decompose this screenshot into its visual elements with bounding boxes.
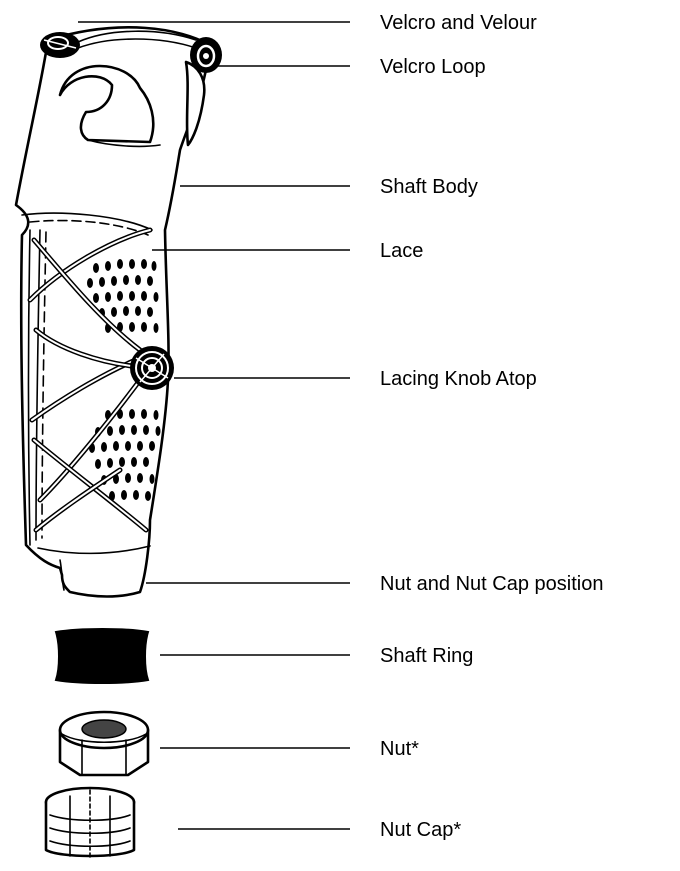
label-nut-cap: Nut Cap*	[380, 819, 461, 841]
nut-cap-illustration	[46, 788, 134, 858]
label-lacing-knob-atop: Lacing Knob Atop	[380, 368, 537, 390]
socket-illustration	[16, 27, 222, 596]
velcro-left	[40, 32, 80, 58]
label-nut: Nut*	[380, 738, 419, 760]
labels: Velcro and Velour Velcro Loop Shaft Body…	[380, 12, 603, 841]
shaft-ring-illustration	[56, 629, 148, 683]
nut-illustration	[60, 712, 148, 775]
velcro-loop	[190, 37, 222, 73]
label-nut-and-nut-cap-position: Nut and Nut Cap position	[380, 573, 603, 595]
label-shaft-ring: Shaft Ring	[380, 645, 473, 667]
label-velcro-loop: Velcro Loop	[380, 56, 486, 78]
label-lace: Lace	[380, 240, 423, 262]
label-velcro-and-velour: Velcro and Velour	[380, 12, 537, 34]
label-shaft-body: Shaft Body	[380, 176, 478, 198]
right-handle-hole	[186, 62, 204, 145]
lacing-knob	[130, 346, 174, 390]
